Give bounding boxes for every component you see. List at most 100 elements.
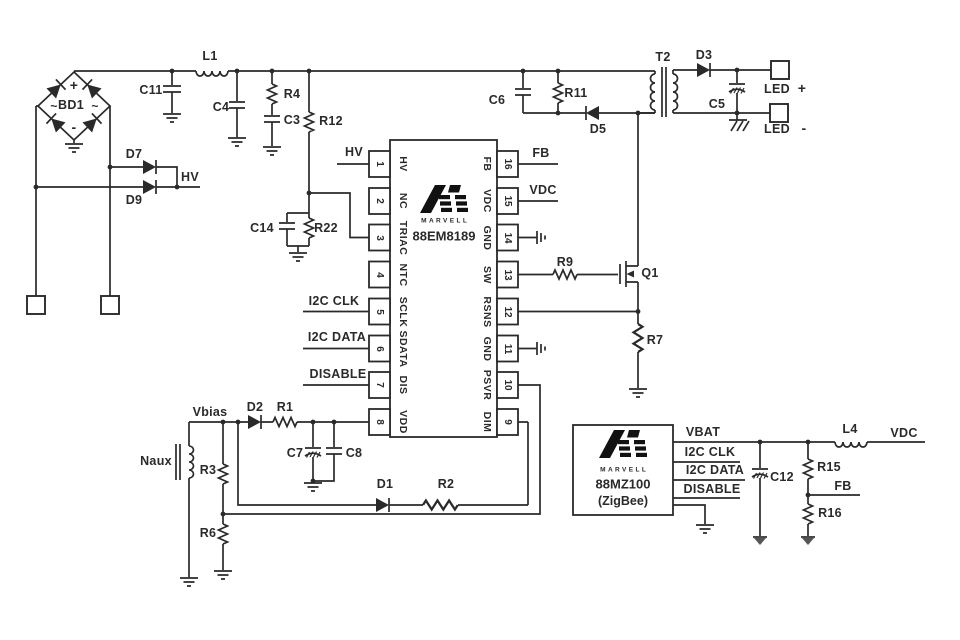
net-label-i2c-clk-mz: I2C CLK [684, 445, 736, 459]
ic-main-part: 88EM8189 [412, 228, 476, 244]
mosfet-q1 [619, 113, 639, 312]
pin-5-label: SCLK [397, 296, 409, 327]
net-label-i2c-clk-pin5: I2C CLK [308, 294, 360, 308]
label-c6: C6 [488, 93, 506, 107]
label-d2: D2 [246, 400, 264, 414]
capacitor-c7-c8 [303, 422, 342, 492]
pin-11-label: GND [481, 336, 493, 361]
label-t2: T2 [655, 50, 671, 64]
ac-terminal-1 [26, 295, 46, 315]
gnd-pin11 [536, 341, 546, 356]
net-label-fb-out: FB [834, 479, 852, 493]
pin-2-label: NC [397, 192, 409, 210]
transformer-t2 [638, 67, 679, 117]
ac-terminal-2 [100, 295, 120, 315]
led-minus-label: LED [764, 122, 790, 136]
pin-14-label: GND [481, 225, 493, 250]
label-c4: C4 [212, 100, 230, 114]
pin-14-number: 14 [502, 231, 513, 244]
diode-d3-capacitor-c5-led [673, 62, 771, 132]
pin-9-number: 9 [502, 419, 513, 425]
label-r15: R15 [817, 460, 841, 474]
pin-12-number: 12 [502, 305, 513, 318]
label-c12: C12 [770, 470, 794, 484]
label-c7: C7 [286, 446, 304, 460]
ic-88em8189-outline [368, 139, 519, 438]
led-plus-terminal [770, 60, 790, 80]
net-label-vdc-pin15: VDC [529, 183, 557, 197]
net-label-vbat: VBAT [685, 425, 721, 439]
net-label-vdc-out: VDC [890, 426, 918, 440]
pin-6-number: 6 [374, 345, 385, 352]
label-c8: C8 [345, 446, 363, 460]
pin-1-number: 1 [374, 161, 385, 167]
ic-88mz100-outline [572, 424, 925, 534]
pin-2-number: 2 [374, 198, 385, 204]
ic-zigbee-brand: MARVELL [600, 466, 649, 474]
capacitor-c14-resistor-r22 [279, 193, 315, 262]
bridge-plus-sign: + [69, 77, 79, 93]
label-r12: R12 [319, 114, 343, 128]
ic-zigbee-part: 88MZ100 [595, 476, 651, 492]
led-minus-sign: - [801, 120, 807, 136]
bridge-minus-sign: - [71, 119, 77, 135]
label-r4: R4 [283, 87, 301, 101]
led-plus-label: LED [764, 82, 790, 96]
pin-13-label: SW [481, 265, 493, 284]
inductor-l4 [834, 441, 868, 448]
wires-layer [26, 60, 925, 587]
label-r1: R1 [276, 400, 294, 414]
pin-13-number: 13 [502, 268, 513, 281]
pin-15-label: VDC [481, 189, 493, 213]
label-d5: D5 [589, 122, 607, 136]
pin-1-label: HV [397, 156, 409, 172]
pin-7-label: DIS [397, 375, 409, 395]
label-bd1: BD1 [58, 98, 84, 112]
pin-4-label: NTC [397, 262, 409, 287]
led-minus-terminal [769, 103, 789, 123]
pin-9-label: DIM [481, 411, 493, 433]
pin-10-number: 10 [502, 379, 513, 391]
ic-main-brand: MARVELL [421, 217, 470, 225]
resistor-r15-r16 [800, 442, 860, 546]
label-r11: R11 [564, 86, 588, 100]
label-naux: Naux [140, 454, 172, 468]
diode-d1-resistor-r2-dim [237, 421, 529, 513]
resistor-r3-r6 [213, 422, 233, 580]
label-c14: C14 [250, 221, 274, 235]
net-label-fb-pin16: FB [532, 146, 550, 160]
led-plus-sign: + [797, 80, 807, 96]
label-q1: Q1 [641, 266, 659, 280]
net-label-hv-bridge: HV [181, 170, 199, 184]
label-l1: L1 [202, 49, 218, 63]
gnd-pin14 [536, 230, 546, 245]
label-d3: D3 [695, 48, 713, 62]
label-r9: R9 [556, 255, 574, 269]
resistor-r9 [518, 269, 618, 280]
wire-right-stubs [518, 163, 638, 350]
label-c5: C5 [708, 97, 726, 111]
label-r2: R2 [437, 477, 455, 491]
label-c3: C3 [283, 113, 301, 127]
net-label-i2c-data-mz: I2C DATA [685, 463, 745, 477]
pin-16-number: 16 [502, 158, 513, 170]
capacitor-c11 [162, 71, 182, 123]
net-label-vbias: Vbias [192, 405, 228, 419]
wire-left-stubs [303, 163, 369, 386]
inductor-l1 [195, 70, 229, 77]
pin-7-number: 7 [374, 382, 385, 388]
label-d9: D9 [125, 193, 143, 207]
pin-5-number: 5 [374, 308, 385, 315]
net-label-disable-mz: DISABLE [683, 482, 741, 496]
pin-15-number: 15 [502, 195, 513, 207]
label-d7: D7 [125, 147, 143, 161]
junction-dots [33, 67, 811, 517]
pin-3-label: TRIAC [397, 220, 409, 255]
capacitor-c6-resistor-r11-diode-d5 [515, 71, 655, 121]
label-r7: R7 [646, 333, 664, 347]
resistor-r4-capacitor-c3 [262, 71, 282, 156]
pin-4-number: 4 [374, 271, 385, 278]
ic-zigbee-sub: (ZigBee) [598, 494, 648, 508]
pin-16-label: FB [481, 156, 493, 172]
